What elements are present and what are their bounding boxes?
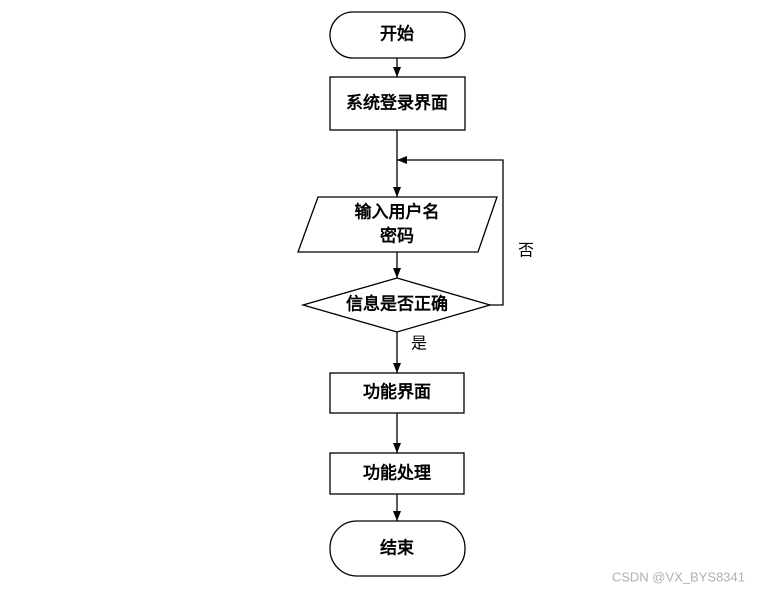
login-screen-box (329, 76, 466, 131)
end-terminal (329, 520, 466, 577)
start-label: 开始 (380, 24, 414, 45)
input-credentials-parallelogram (297, 196, 498, 253)
function-screen-label: 功能界面 (363, 382, 431, 403)
function-screen-box (329, 372, 465, 414)
input-credentials-label-line1: 输入用户名 (355, 202, 440, 223)
edge-label-no: 否 (518, 241, 534, 260)
input-credentials-label-line2: 密码 (380, 226, 414, 247)
function-process-box (329, 452, 465, 495)
login-screen-label: 系统登录界面 (346, 93, 448, 114)
decision-label: 信息是否正确 (346, 294, 448, 315)
end-label: 结束 (380, 538, 414, 559)
watermark-text: CSDN @VX_BYS8341 (612, 569, 745, 584)
function-process-label: 功能处理 (363, 463, 431, 484)
arrow-decision-no-loop (397, 156, 504, 306)
edge-label-yes: 是 (411, 334, 427, 353)
